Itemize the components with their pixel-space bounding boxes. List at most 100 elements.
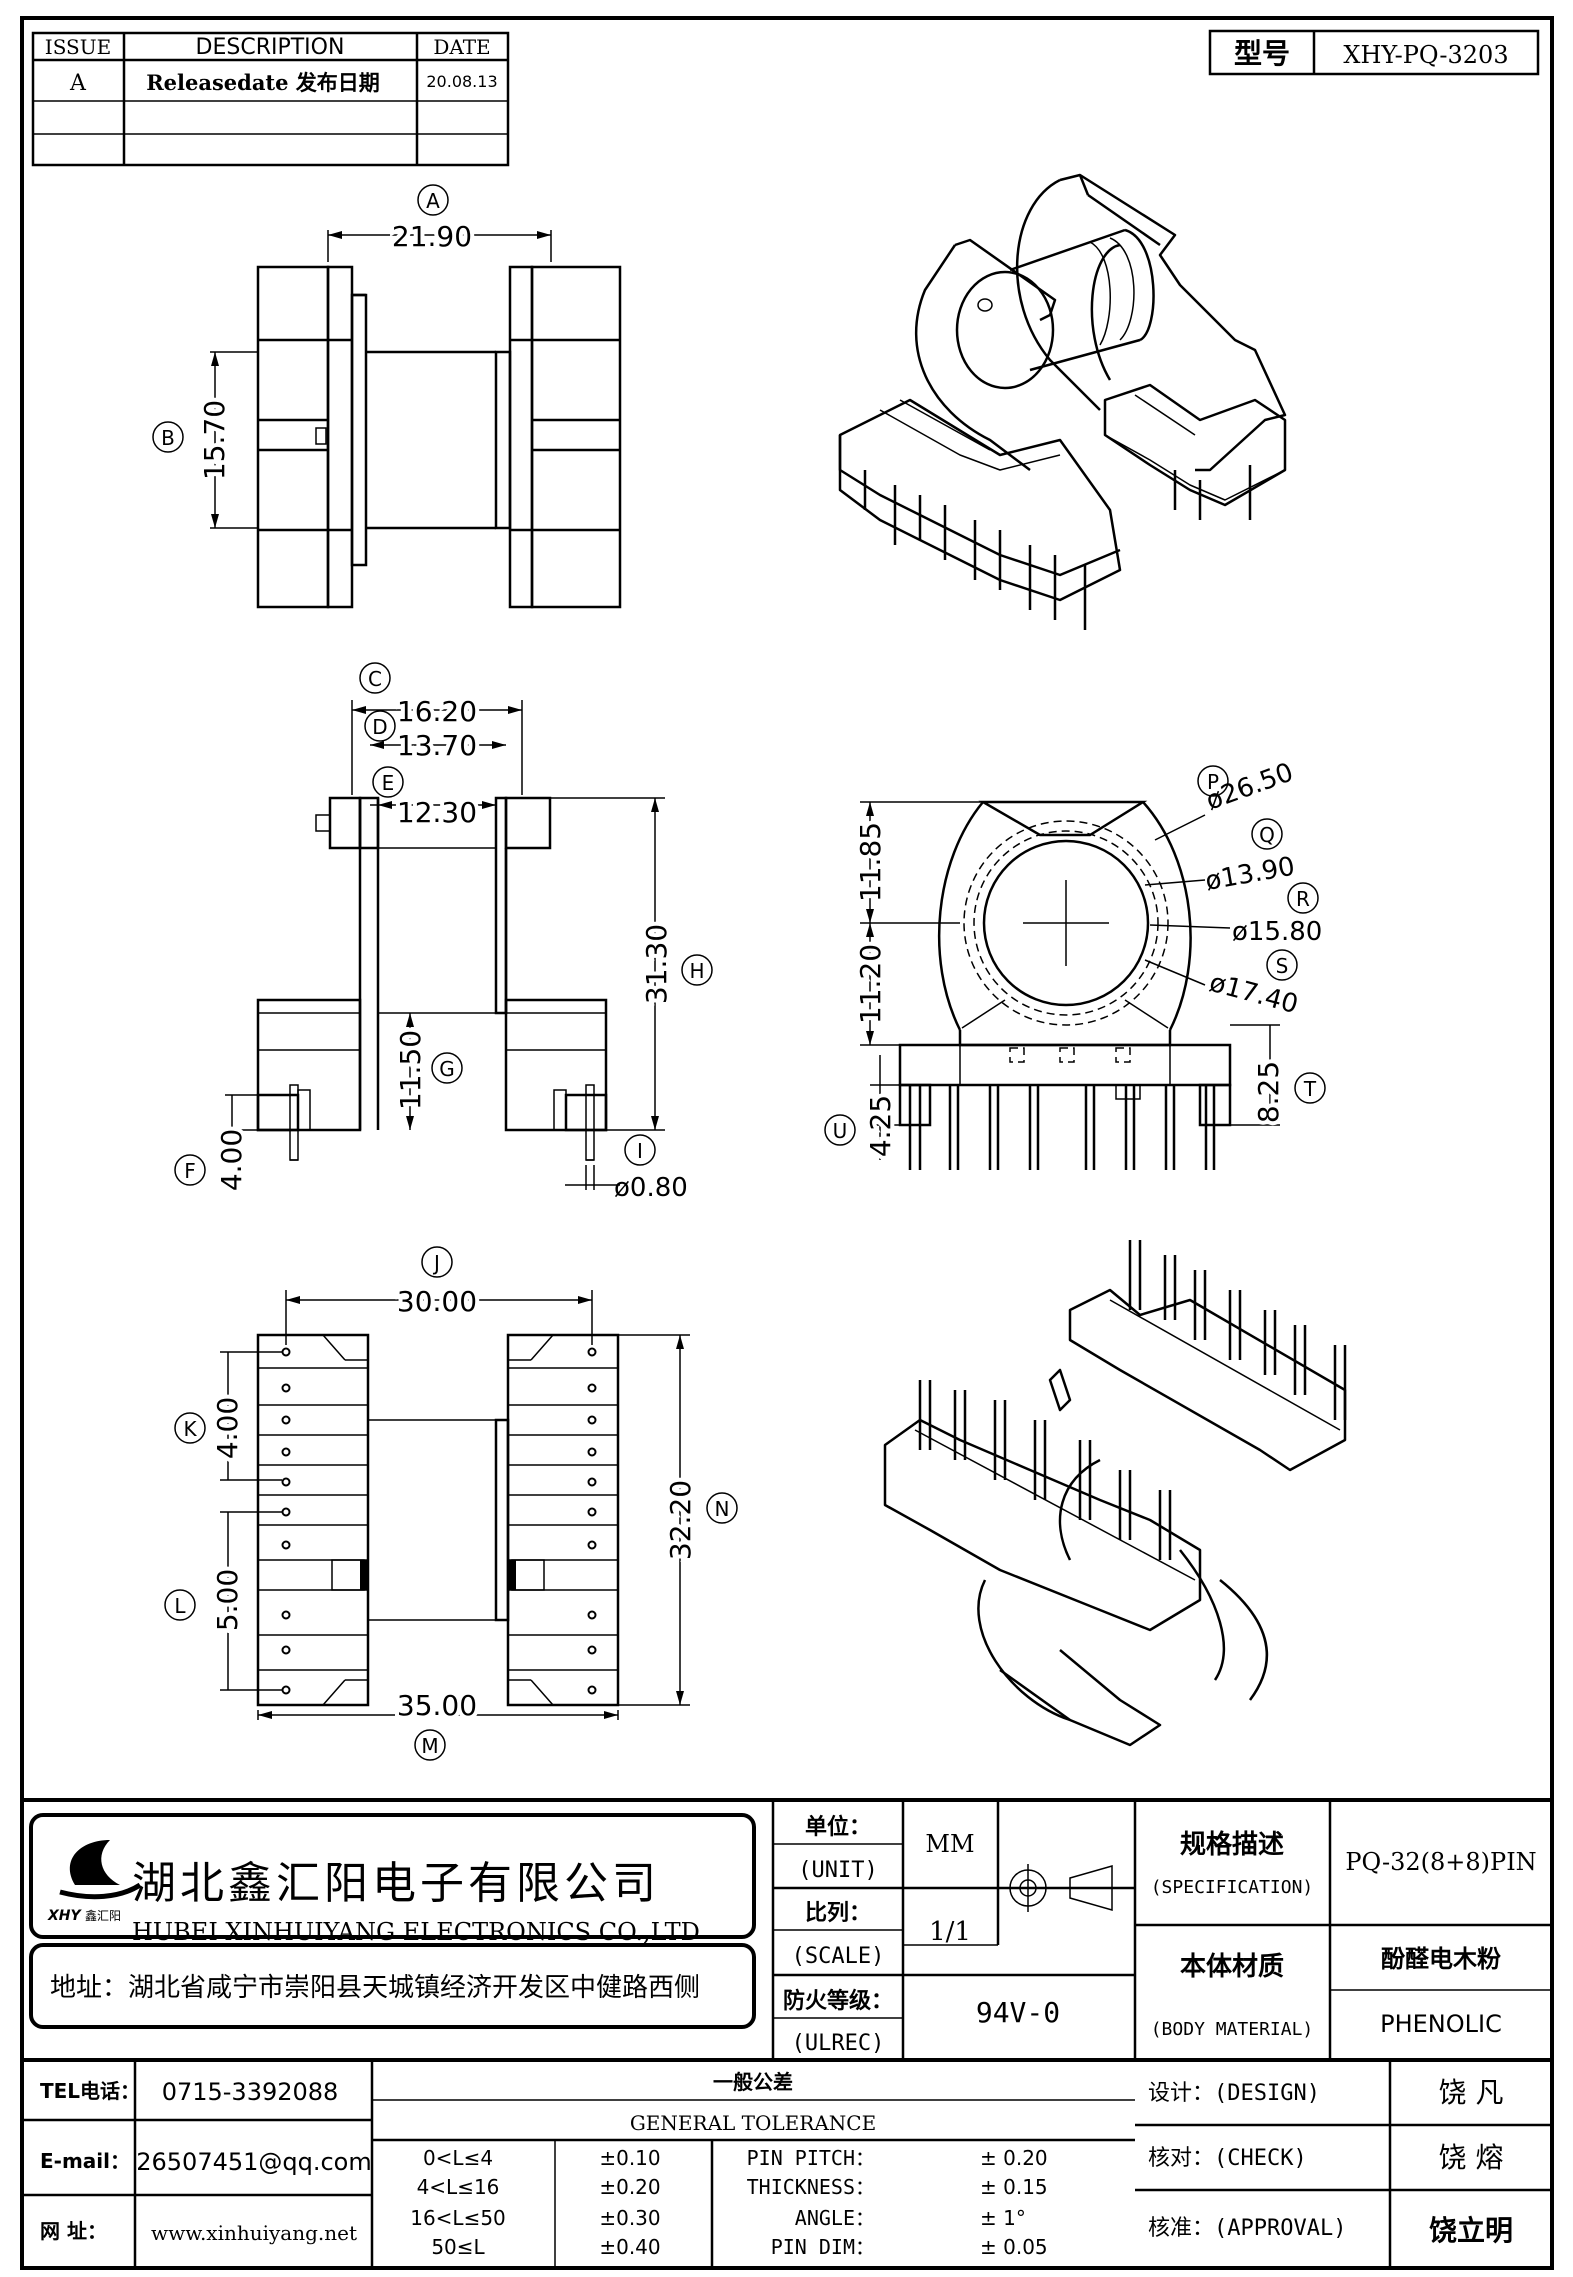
- date-header: DATE: [433, 35, 490, 59]
- tol-other-label-0: PIN PITCH：: [747, 2146, 875, 2170]
- material-label-en: (BODY MATERIAL): [1151, 2019, 1314, 2040]
- tol-value-3: ±0.40: [599, 2235, 660, 2259]
- web-label: 网 址：: [40, 2219, 107, 2243]
- top-view: A 21.90 B 15.70: [152, 184, 622, 609]
- dim-g-value: 11.50: [394, 1030, 427, 1110]
- spec-label-en: (SPECIFICATION): [1151, 1877, 1314, 1898]
- dim-d-value: 13.70: [397, 729, 477, 762]
- tol-other-label-2: ANGLE：: [795, 2206, 875, 2230]
- dim-p-tag: P: [1207, 770, 1219, 794]
- tol-other-value-0: ± 0.20: [980, 2146, 1048, 2170]
- date-cell: 20.08.13: [426, 72, 497, 91]
- dim-t-tag: T: [1303, 1077, 1317, 1101]
- dim-e-value: 12.30: [397, 796, 477, 829]
- issue-cell: A: [69, 71, 87, 96]
- design-label: 设计：(DESIGN): [1148, 2081, 1320, 2106]
- tol-other-label-1: THICKNESS：: [747, 2175, 875, 2199]
- bottom-view: J 30.00 35.00 M N 32.20 K 4.00 L 5.00: [164, 1246, 738, 1761]
- unit-label-cn: 单位：: [805, 1814, 871, 1840]
- dim-k-tag: K: [183, 1417, 197, 1441]
- tol-value-1: ±0.20: [599, 2175, 660, 2199]
- dim-c-value: 16.20: [397, 695, 477, 728]
- dim-e-tag: E: [382, 771, 395, 795]
- unit-label-en: (UNIT): [798, 1858, 877, 1883]
- dim-h-tag: H: [689, 959, 704, 983]
- email-value: 26507451@qq.com: [136, 2148, 372, 2176]
- fire-value: 94V-0: [976, 1996, 1060, 2029]
- dim-i-tag: I: [637, 1139, 643, 1163]
- scale-value: 1/1: [929, 1917, 971, 1947]
- spec-label-cn: 规格描述: [1180, 1829, 1284, 1860]
- tol-other-value-1: ± 0.15: [980, 2175, 1048, 2199]
- tol-value-2: ±0.30: [599, 2206, 660, 2230]
- check-name: 饶 熔: [1439, 2141, 1504, 2174]
- dim-b-tag: B: [161, 426, 175, 450]
- dim-f-tag: F: [184, 1159, 196, 1183]
- tel-value: 0715-3392088: [162, 2078, 339, 2106]
- email-label: E-mail：: [40, 2149, 130, 2173]
- dim-c-tag: C: [368, 667, 382, 691]
- scale-label-en: (SCALE): [792, 1944, 885, 1969]
- company-logo: XHY 鑫汇阳: [47, 1840, 142, 1924]
- dim-j-value: 30.00: [397, 1285, 477, 1318]
- dim-n-value: 32.20: [664, 1480, 697, 1560]
- dim-n-tag: N: [715, 1497, 730, 1521]
- dim-m-tag: M: [421, 1734, 438, 1758]
- dim-a-value: 21.90: [392, 220, 472, 253]
- company-name-cn: 湖北鑫汇阳电子有限公司: [132, 1858, 660, 1909]
- check-label: 核对：(CHECK): [1148, 2146, 1307, 2171]
- logo-text: XHY: [47, 1908, 83, 1924]
- model-value: XHY-PQ-3203: [1343, 41, 1508, 69]
- material-label-cn: 本体材质: [1180, 1952, 1284, 1982]
- material-value-cn: 酚醛电木粉: [1381, 1945, 1501, 1973]
- design-name: 饶 凡: [1439, 2076, 1504, 2109]
- company-name-en: HUBEI XINHUIYANG ELECTRONICS CO.,LTD: [132, 1918, 700, 1946]
- spec-value: PQ-32(8+8)PIN: [1345, 1848, 1536, 1876]
- tol-other-label-3: PIN DIM：: [771, 2235, 875, 2259]
- unit-value: MM: [925, 1830, 974, 1858]
- dim-m-value: 35.00: [397, 1689, 477, 1722]
- tol-range-2: 16<L≤50: [410, 2206, 506, 2230]
- tolerance-title-cn: 一般公差: [713, 2070, 793, 2094]
- dim-bottom-value: 11.20: [854, 944, 887, 1024]
- dim-d-tag: D: [372, 715, 387, 739]
- dim-r-value: ø15.80: [1232, 917, 1322, 947]
- scale-label-cn: 比列：: [805, 1901, 871, 1926]
- dim-top-value: 11.85: [854, 822, 887, 902]
- tol-other-value-3: ± 0.05: [980, 2235, 1048, 2259]
- web-value: www.xinhuiyang.net: [151, 2221, 357, 2245]
- dim-b-value: 15.70: [198, 400, 231, 480]
- dim-k-value: 4.00: [211, 1397, 244, 1459]
- dim-u-value: 4.25: [864, 1095, 897, 1157]
- approval-name: 饶立明: [1429, 2214, 1513, 2247]
- description-header: DESCRIPTION: [196, 35, 345, 60]
- side-view: C 16.20 D 13.70 E 12.30 H 31.30 G 11.50: [174, 662, 713, 1203]
- dim-h-value: 31.30: [640, 924, 673, 1004]
- dim-i-value: ø0.80: [614, 1173, 688, 1203]
- tol-range-0: 0<L≤4: [423, 2146, 493, 2170]
- tol-range-1: 4<L≤16: [417, 2175, 500, 2199]
- model-label: 型号: [1234, 37, 1290, 70]
- company-address: 地址：湖北省咸宁市崇阳县天城镇经济开发区中健路西侧: [50, 1973, 700, 2003]
- title-block: XHY 鑫汇阳 湖北鑫汇阳电子有限公司 HUBEI XINHUIYANG ELE…: [22, 1798, 1552, 2268]
- iso-view-bottom: [883, 1240, 1347, 1747]
- revision-table: ISSUE DESCRIPTION DATE A Releasedate 发布日…: [31, 31, 510, 167]
- dim-a-tag: A: [426, 189, 440, 213]
- model-box: 型号 XHY-PQ-3203: [1208, 29, 1540, 76]
- projection-symbol: [1004, 1864, 1120, 1912]
- dim-q-value: ø13.90: [1203, 852, 1297, 897]
- dim-r-tag: R: [1296, 887, 1310, 911]
- dim-f-value: 4.00: [215, 1129, 248, 1191]
- dim-u-tag: U: [833, 1119, 848, 1143]
- dim-t-value: 8.25: [1252, 1061, 1285, 1123]
- logo-subtext: 鑫汇阳: [85, 1908, 121, 1923]
- fire-label-en: (ULREC): [792, 2031, 885, 2056]
- material-value-en: PHENOLIC: [1380, 2010, 1502, 2038]
- dim-g-tag: G: [439, 1057, 455, 1081]
- tel-label: TEL电话：: [40, 2079, 140, 2103]
- sheet-border: [20, 16, 1554, 2270]
- dim-l-tag: L: [174, 1594, 186, 1618]
- dim-q-tag: Q: [1259, 823, 1275, 847]
- fire-label-cn: 防火等级：: [783, 1988, 893, 2014]
